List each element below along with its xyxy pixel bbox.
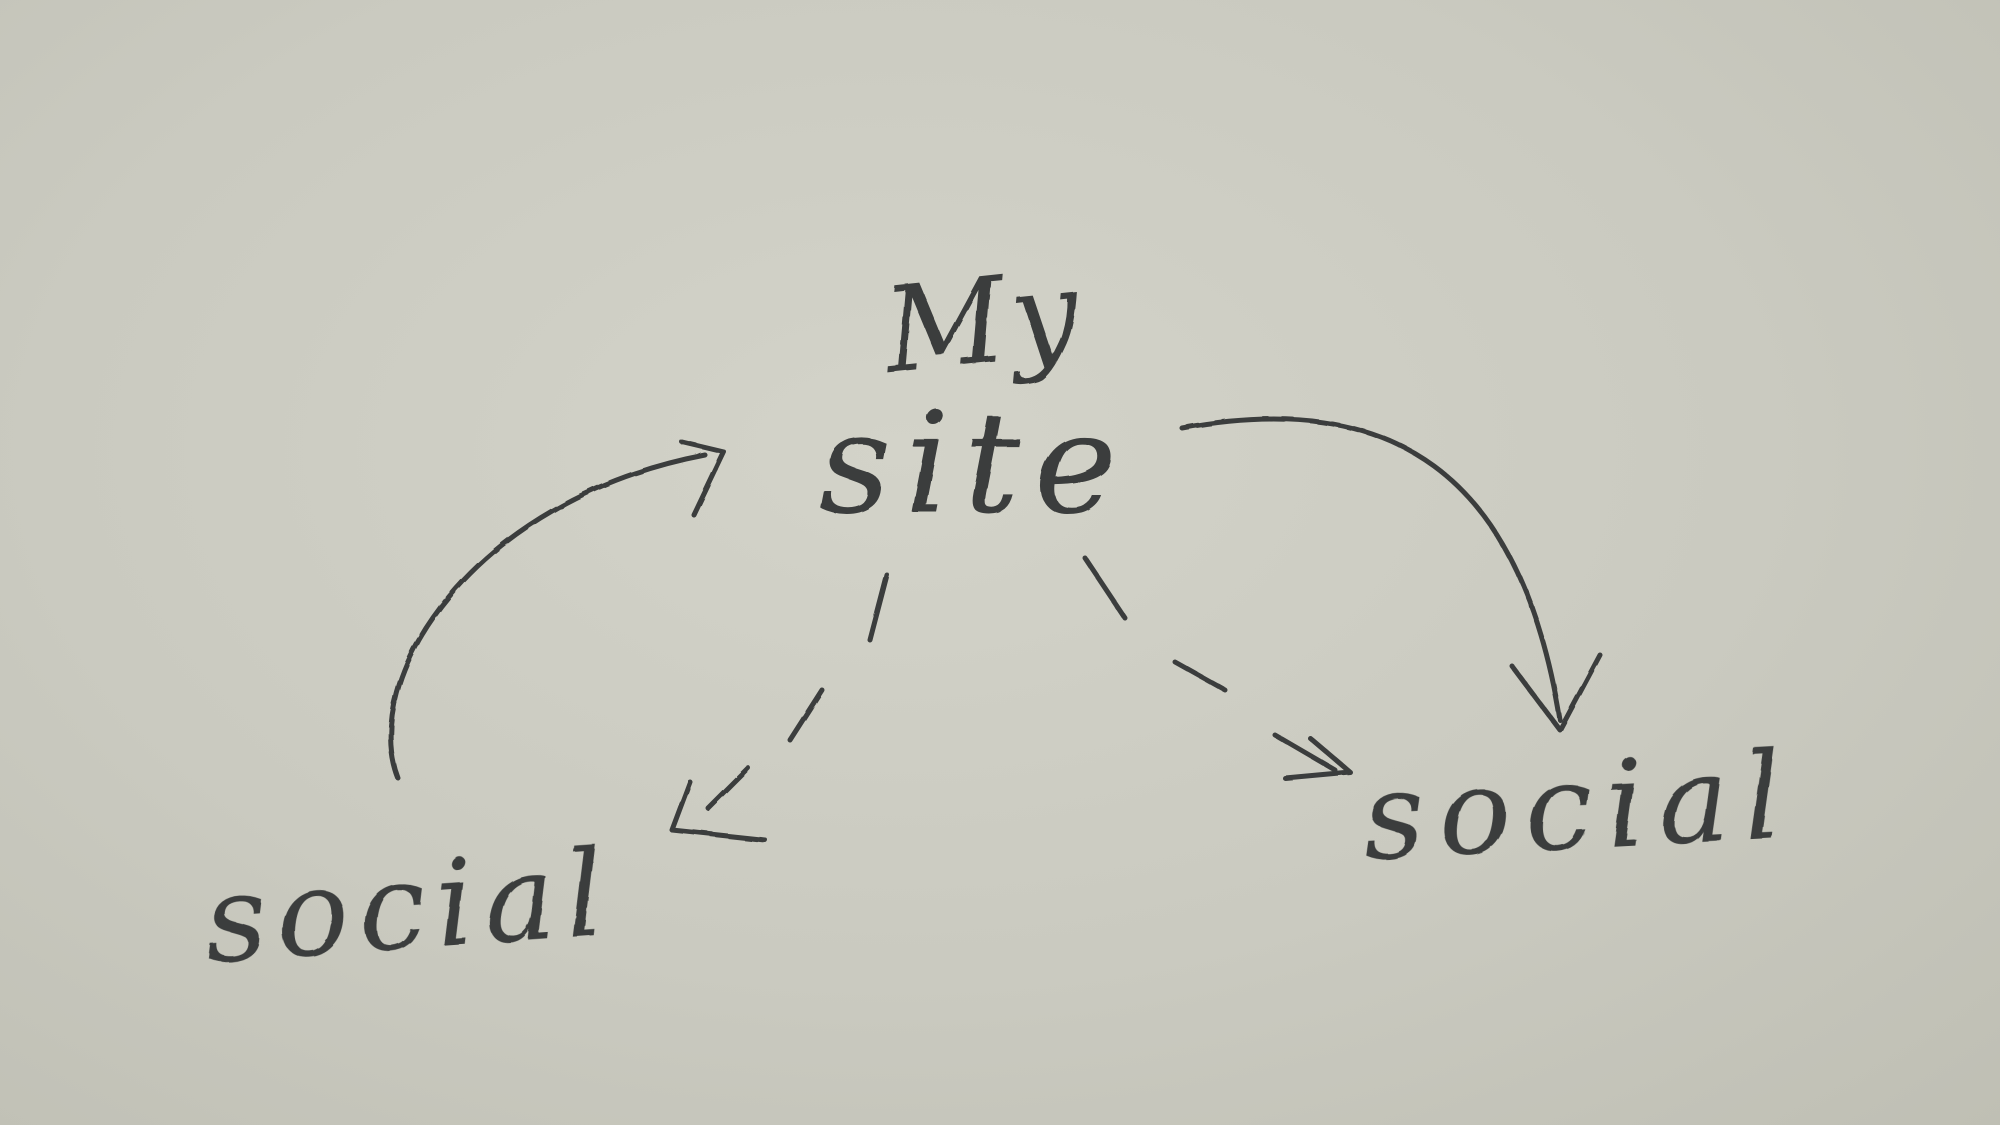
arrowhead-right-icon (1282, 735, 1353, 781)
arrowhead-down-icon (1509, 652, 1603, 733)
node-my-site: My site (819, 242, 1131, 546)
node-social-left: social (200, 824, 618, 991)
edge-solid-right-arc (1179, 416, 1563, 723)
edge-dashed-site-to-social-right (1082, 555, 1353, 781)
dash-segment (867, 572, 890, 643)
edge-solid-social-left-to-site (388, 439, 727, 781)
edge-solid-site-to-social-right (1179, 416, 1603, 733)
edge-solid-left-arc (388, 452, 708, 781)
dash-segment (787, 687, 825, 743)
node-my-site-line1: My (876, 242, 1091, 400)
node-social-right: social (1359, 727, 1799, 888)
dash-segment (1172, 659, 1228, 693)
dash-segment (1272, 732, 1338, 773)
node-my-site-line2: site (819, 383, 1131, 546)
edge-dashed-site-to-social-left (669, 572, 890, 843)
arrowhead-right-icon (679, 439, 727, 518)
dash-segment (1082, 555, 1128, 621)
arrowhead-down-left-icon (669, 779, 768, 843)
dash-segment (705, 765, 751, 811)
